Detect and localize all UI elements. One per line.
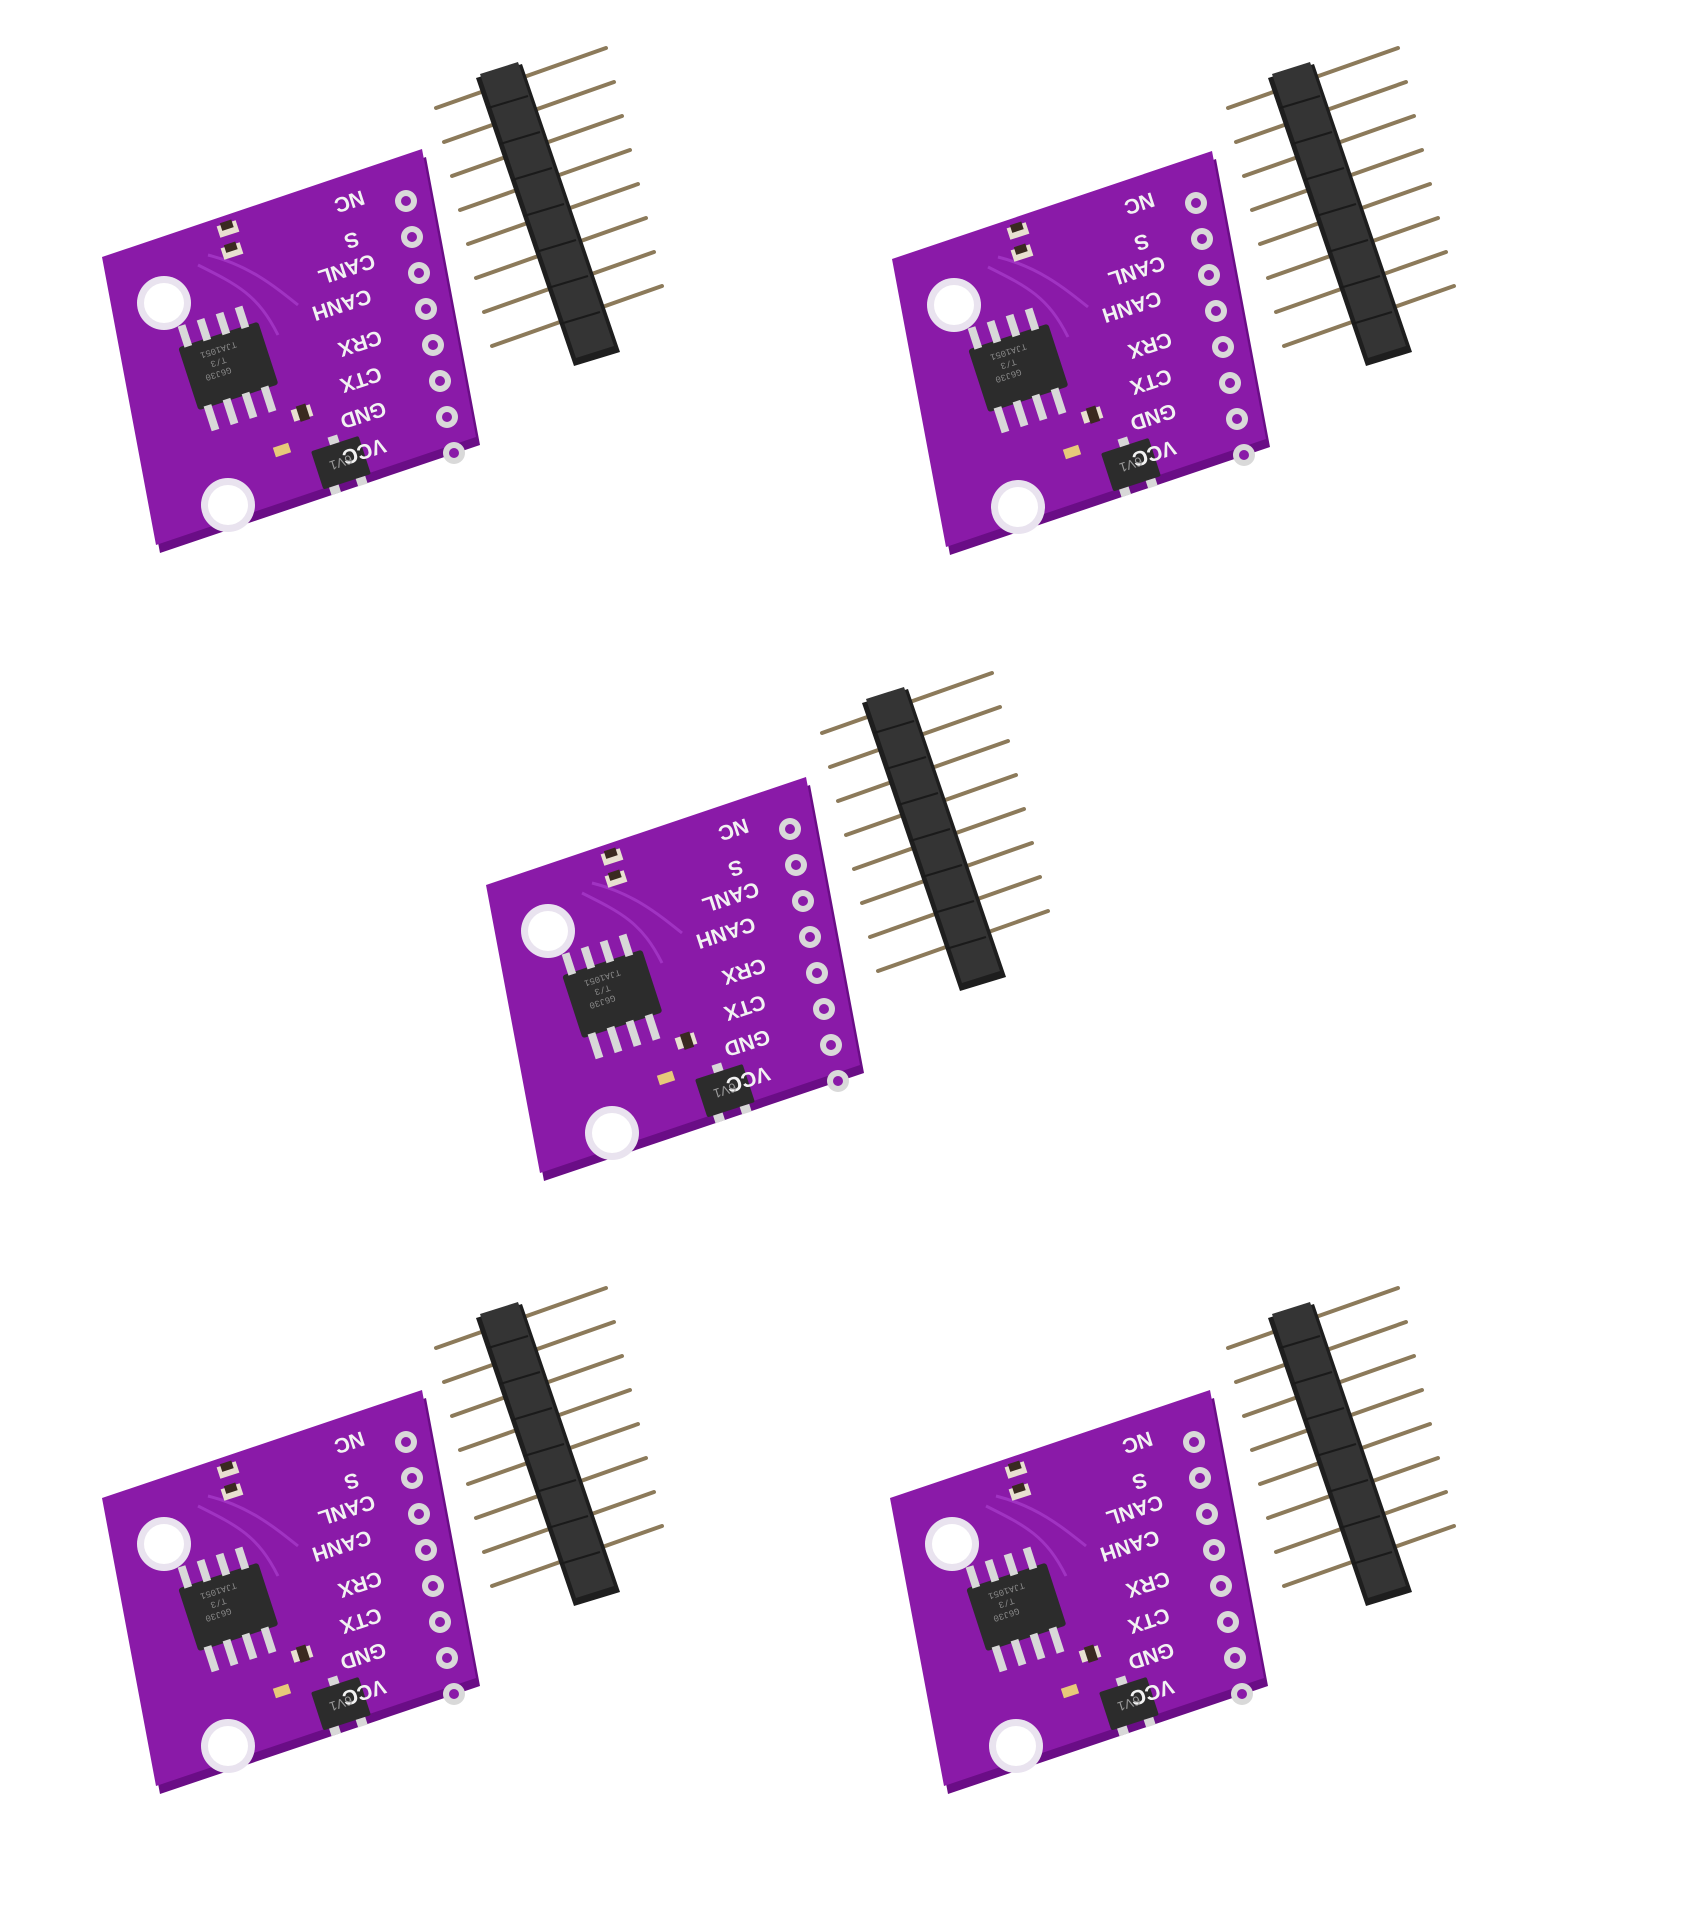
pin-label-s: S: [341, 226, 361, 252]
ic-marking-line: T/3: [999, 356, 1018, 371]
pin-label-s: S: [1131, 228, 1151, 254]
pin-label-s: S: [1129, 1467, 1149, 1493]
pin-label-s: S: [341, 1467, 361, 1493]
pin-label-s: S: [725, 854, 745, 880]
ic-marking-line: T/3: [209, 354, 228, 369]
ic-marking-line: T/3: [997, 1595, 1016, 1610]
regulator-marking: 6V1: [712, 1080, 739, 1101]
regulator-marking: 6V1: [1116, 1693, 1143, 1714]
ic-marking-line: T/3: [593, 982, 612, 997]
regulator-marking: 6V1: [1118, 454, 1145, 475]
regulator-marking: 6V1: [328, 452, 355, 473]
regulator-marking: 6V1: [328, 1693, 355, 1714]
ic-marking-line: T/3: [209, 1595, 228, 1610]
